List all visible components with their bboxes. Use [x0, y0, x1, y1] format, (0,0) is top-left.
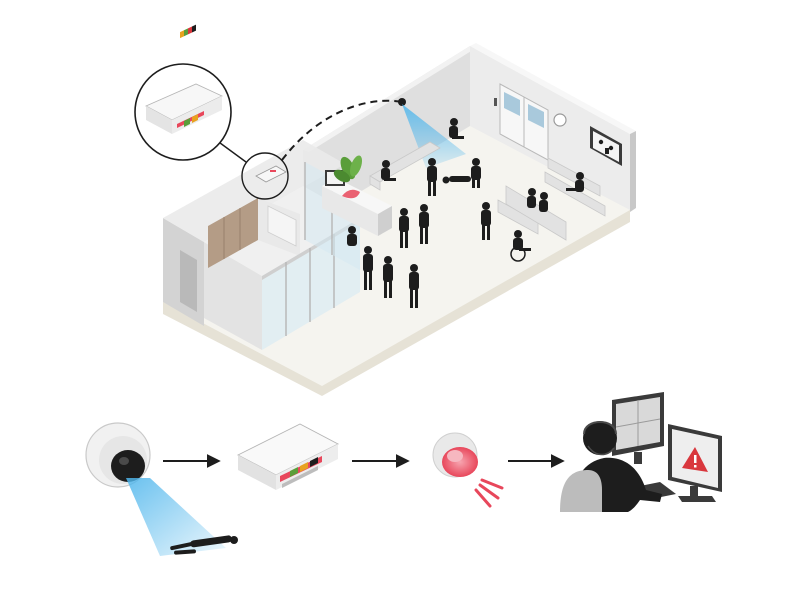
wall-tv [590, 126, 622, 166]
person-silhouette [471, 158, 481, 188]
person-silhouette [566, 172, 584, 192]
person-silhouette [419, 204, 429, 244]
process-flow [85, 392, 722, 556]
wheelchair-icon [510, 230, 531, 262]
office-left-wall-top [163, 140, 345, 242]
office-chair [560, 470, 602, 512]
person-silhouette [481, 202, 491, 240]
warning-icon [682, 447, 708, 472]
siren-light-rays [474, 478, 504, 508]
fallen-person-icon [170, 535, 238, 555]
person-silhouette [399, 208, 409, 248]
person-silhouette [381, 160, 396, 181]
end-wall [470, 46, 630, 210]
person-silhouette [427, 158, 437, 196]
office-doorway [180, 250, 197, 312]
operator-workstation-icon [560, 392, 722, 512]
clock-icon [553, 113, 567, 127]
end-wall-side [630, 131, 636, 212]
person-silhouette [539, 192, 548, 212]
person-silhouette [527, 188, 536, 208]
ceiling-io-module [255, 165, 287, 183]
people [347, 118, 584, 308]
person-silhouette [347, 226, 357, 246]
cabinets [208, 198, 300, 268]
zoom-ring [241, 152, 289, 200]
zoom-callout [134, 24, 232, 161]
strobe-siren-icon [432, 432, 504, 508]
room [134, 24, 636, 396]
monitor-grid [612, 392, 664, 464]
person-silhouette [409, 264, 419, 308]
person-silhouette [383, 256, 393, 298]
dome-camera-icon [85, 422, 238, 556]
end-wall-top [470, 43, 636, 134]
camera-beam [402, 104, 466, 168]
door-keypad [494, 98, 497, 106]
zoom-connector [215, 139, 247, 163]
back-wall-top [303, 46, 476, 152]
monitor-alert [668, 424, 722, 502]
double-door [499, 83, 549, 161]
person-silhouette [363, 246, 373, 290]
io-module-icon [237, 423, 339, 490]
plant-icon [333, 155, 363, 199]
operator-silhouette [560, 421, 662, 512]
ceiling-camera [398, 98, 406, 106]
office-front-wall [204, 242, 262, 350]
camera-view-beam [126, 478, 226, 556]
person-silhouette [449, 118, 464, 139]
fallen-person-icon [442, 176, 471, 184]
